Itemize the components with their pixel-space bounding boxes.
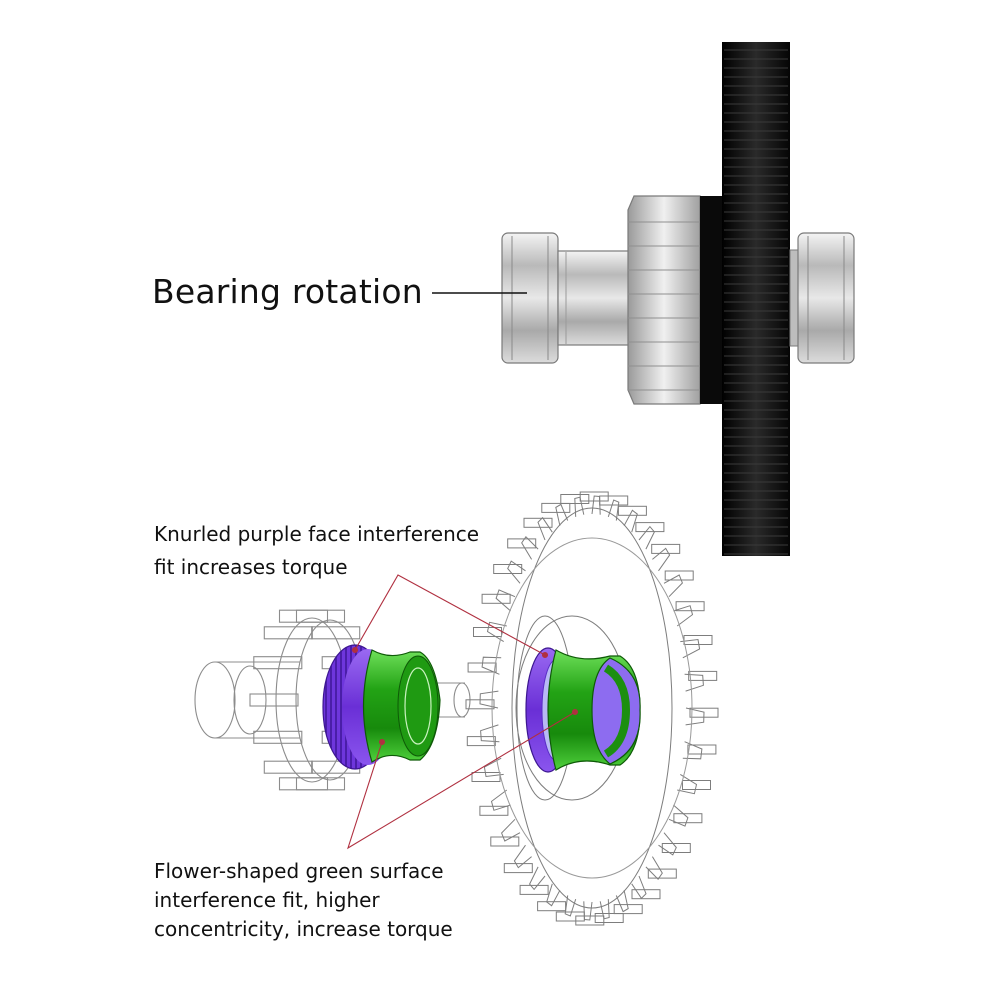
bearing-icon: [789, 232, 855, 364]
pinion-gear-icon: [627, 195, 701, 405]
flower-label-line-1: Flower-shaped green surface: [154, 859, 444, 883]
leader-lines: [347, 574, 579, 850]
exploded-gear-view: [194, 491, 719, 926]
flower-label-line-3: concentricity, increase torque: [154, 917, 453, 941]
flower-shaped-green-surface-label: Flower-shaped green surface interference…: [154, 857, 453, 944]
wireframe-spur-gear: [465, 491, 719, 926]
knurled-purple-face-label: Knurled purple face interference fit inc…: [154, 518, 479, 584]
flower-label-line-2: interference fit, higher: [154, 888, 380, 912]
knurled-label-line-1: Knurled purple face interference: [154, 522, 480, 546]
knurled-label-line-2: fit increases torque: [154, 555, 348, 579]
bearing-rotation-label: Bearing rotation: [152, 272, 423, 311]
green-flower-hub-icon: [362, 649, 441, 763]
bearing-icon: [501, 232, 559, 364]
bearing-shaft-assembly: [432, 42, 855, 556]
green-flower-hub-icon: [547, 649, 641, 771]
spur-gear-icon: [722, 42, 790, 556]
